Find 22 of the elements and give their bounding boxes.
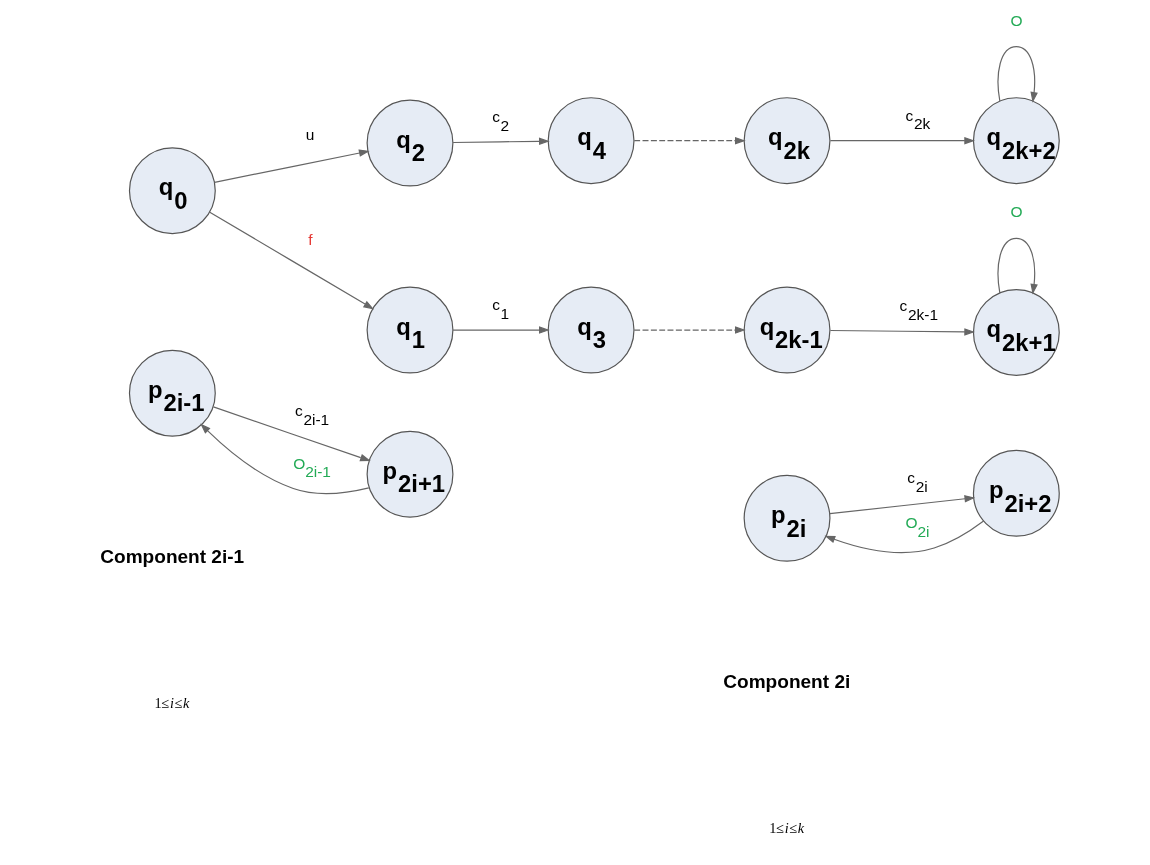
label: Component 2i-1 [100,546,245,568]
arrow [200,423,370,495]
arrow [452,326,550,334]
arrow [997,237,1038,295]
arrow [213,149,370,183]
arrow [997,45,1038,103]
arrow [633,326,746,334]
edge-label: O [1010,11,1023,29]
arrow [209,211,375,310]
edge-label: f [308,230,313,248]
arrow [633,136,746,145]
label: 1≤i≤k [154,694,190,711]
arrow [829,328,976,336]
edge-label: u [305,125,315,143]
edge-label: O [1010,203,1023,221]
arrow [829,495,976,515]
label: 1≤i≤k [769,819,805,836]
arrow [452,137,550,146]
arrow [824,520,985,554]
label: Component 2i [723,671,851,693]
arrow [829,136,976,145]
arrow [212,406,371,462]
